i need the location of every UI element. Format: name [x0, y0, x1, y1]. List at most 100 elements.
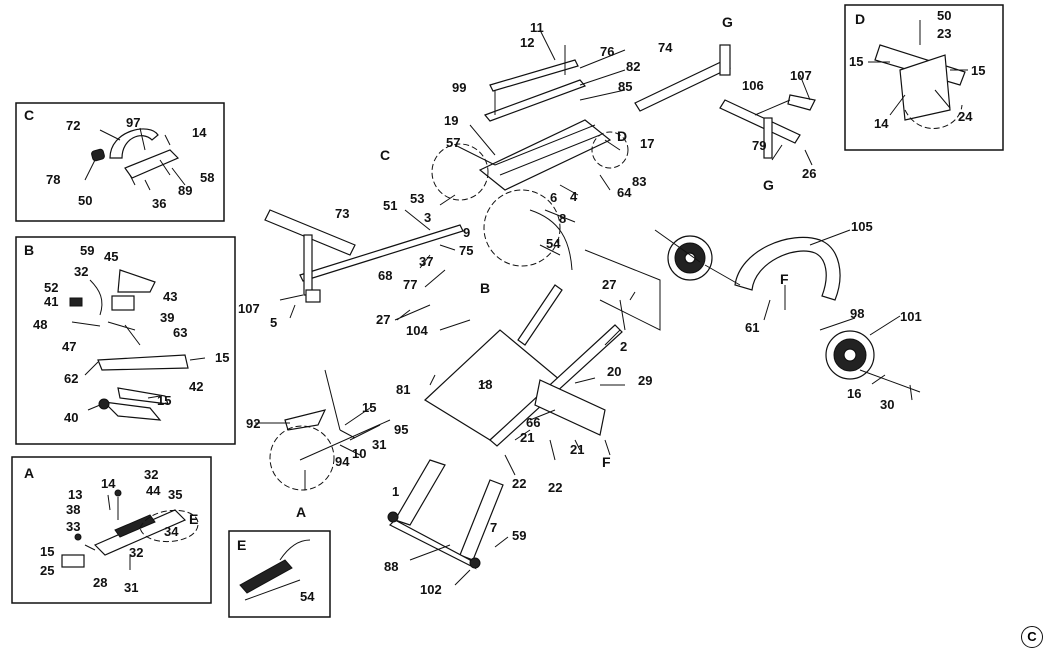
callout-label: 74: [658, 40, 673, 55]
callout-label: 27: [602, 277, 616, 292]
inset-d-label: 15: [971, 63, 985, 78]
callout-label: 27: [376, 312, 390, 327]
inset-a-title: A: [24, 465, 34, 481]
inset-b-pin-part: [117, 387, 169, 405]
callout-label: 92: [246, 416, 260, 431]
table-frame-part: [478, 119, 612, 191]
inset-c-label: 58: [200, 170, 214, 185]
tube-74-part: [634, 59, 731, 112]
inset-d-title: D: [855, 11, 865, 27]
inset-d-label: 24: [958, 109, 973, 124]
inset-e-title: E: [237, 537, 246, 553]
callout-label: 61: [745, 320, 759, 335]
callout-label: 31: [372, 437, 386, 452]
inset-b-label: 52: [44, 280, 58, 295]
inset-e: E 54: [228, 530, 331, 618]
callout-label: D: [617, 128, 627, 144]
callout-label: 18: [478, 377, 492, 392]
callout-label: A: [296, 504, 306, 520]
callout-label: 26: [802, 166, 816, 181]
tube-cross-part: [517, 284, 563, 346]
callout-label: 21: [520, 430, 534, 445]
inset-b-label: 59: [80, 243, 94, 258]
inset-b-label: 45: [104, 249, 118, 264]
callout-label: 82: [626, 59, 640, 74]
inset-a: A 14 32 13 44 38 35 33 E 34 15 32 25 28 …: [11, 456, 212, 604]
callout-label: 94: [335, 454, 350, 469]
callout-label: 105: [851, 219, 873, 234]
inset-c-title: C: [24, 107, 34, 123]
inset-b: B 59 45 32 52 41 43 48 39 63 47 15 62 42…: [15, 236, 236, 445]
callout-label: B: [480, 280, 490, 296]
inset-a-label: 14: [101, 476, 116, 491]
callout-label: 29: [638, 373, 652, 388]
inset-b-pedal-part: [117, 269, 156, 293]
callout-label: 19: [444, 113, 458, 128]
inset-a-label: 31: [124, 580, 138, 595]
inset-b-label: 47: [62, 339, 76, 354]
callout-label: 17: [640, 136, 654, 151]
callout-label: 81: [396, 382, 410, 397]
callout-label: 79: [752, 138, 766, 153]
inset-b-label: 40: [64, 410, 78, 425]
inset-a-label: 44: [146, 483, 161, 498]
inset-c-frame: [15, 102, 225, 222]
inset-c: C 72 97 14 78 58 89 50 36: [15, 102, 225, 222]
callout-label: 22: [548, 480, 562, 495]
inset-c-label: 36: [152, 196, 166, 211]
callout-label: 68: [378, 268, 392, 283]
inset-c-label: 89: [178, 183, 192, 198]
callout-label: 10: [352, 446, 366, 461]
detail-circle-c: [431, 143, 489, 201]
inset-a-label: 38: [66, 502, 80, 517]
callout-label: 7: [490, 520, 497, 535]
callout-label: 16: [847, 386, 861, 401]
tube-73-part: [299, 224, 464, 282]
callout-label: 37: [419, 254, 433, 269]
inset-a-label: 35: [168, 487, 182, 502]
callout-label: 59: [512, 528, 526, 543]
inset-b-label: 41: [44, 294, 58, 309]
callout-label: 102: [420, 582, 442, 597]
inset-c-handle-part: [109, 128, 159, 159]
callout-label: 107: [790, 68, 812, 83]
callout-label: F: [602, 454, 611, 470]
inset-b-link-part: [97, 354, 189, 371]
inset-c-label: 78: [46, 172, 60, 187]
inset-b-title: B: [24, 242, 34, 258]
callout-label: 9: [463, 225, 470, 240]
copyright-symbol: C: [1021, 626, 1043, 648]
inset-a-label: 15: [40, 544, 54, 559]
inset-b-label: 39: [160, 310, 174, 325]
callout-label: 11: [530, 20, 544, 35]
callout-label: 6: [550, 190, 557, 205]
inset-a-label: 34: [164, 524, 179, 539]
callout-label: G: [763, 177, 774, 193]
inset-b-plate-part: [111, 295, 135, 311]
rail-upper-part: [489, 59, 579, 92]
callout-label: 57: [446, 135, 460, 150]
callout-label: 107: [238, 301, 260, 316]
callout-label: F: [780, 271, 789, 287]
inset-b-label: 63: [173, 325, 187, 340]
detail-circle-a: [269, 425, 335, 491]
post-cap-part: [305, 289, 321, 303]
callout-label: 99: [452, 80, 466, 95]
inset-b-label: 62: [64, 371, 78, 386]
leg-1-part: [394, 459, 446, 526]
inset-a-label: 28: [93, 575, 107, 590]
inset-a-label: 13: [68, 487, 82, 502]
callout-label: 1: [392, 484, 399, 499]
callout-label: 20: [607, 364, 621, 379]
callout-label: 75: [459, 243, 473, 258]
main-assembly: 74 G 11 12 76 82 85 99 19 57 D 17 C 83 6…: [238, 14, 922, 597]
pedal-92-part: [284, 409, 327, 431]
inset-c-label: 72: [66, 118, 80, 133]
handle-left-part: [264, 209, 356, 256]
handle-right-part: [719, 99, 801, 144]
callout-label: 77: [403, 277, 417, 292]
callout-label: 54: [546, 236, 561, 251]
inset-a-frame: [11, 456, 212, 604]
